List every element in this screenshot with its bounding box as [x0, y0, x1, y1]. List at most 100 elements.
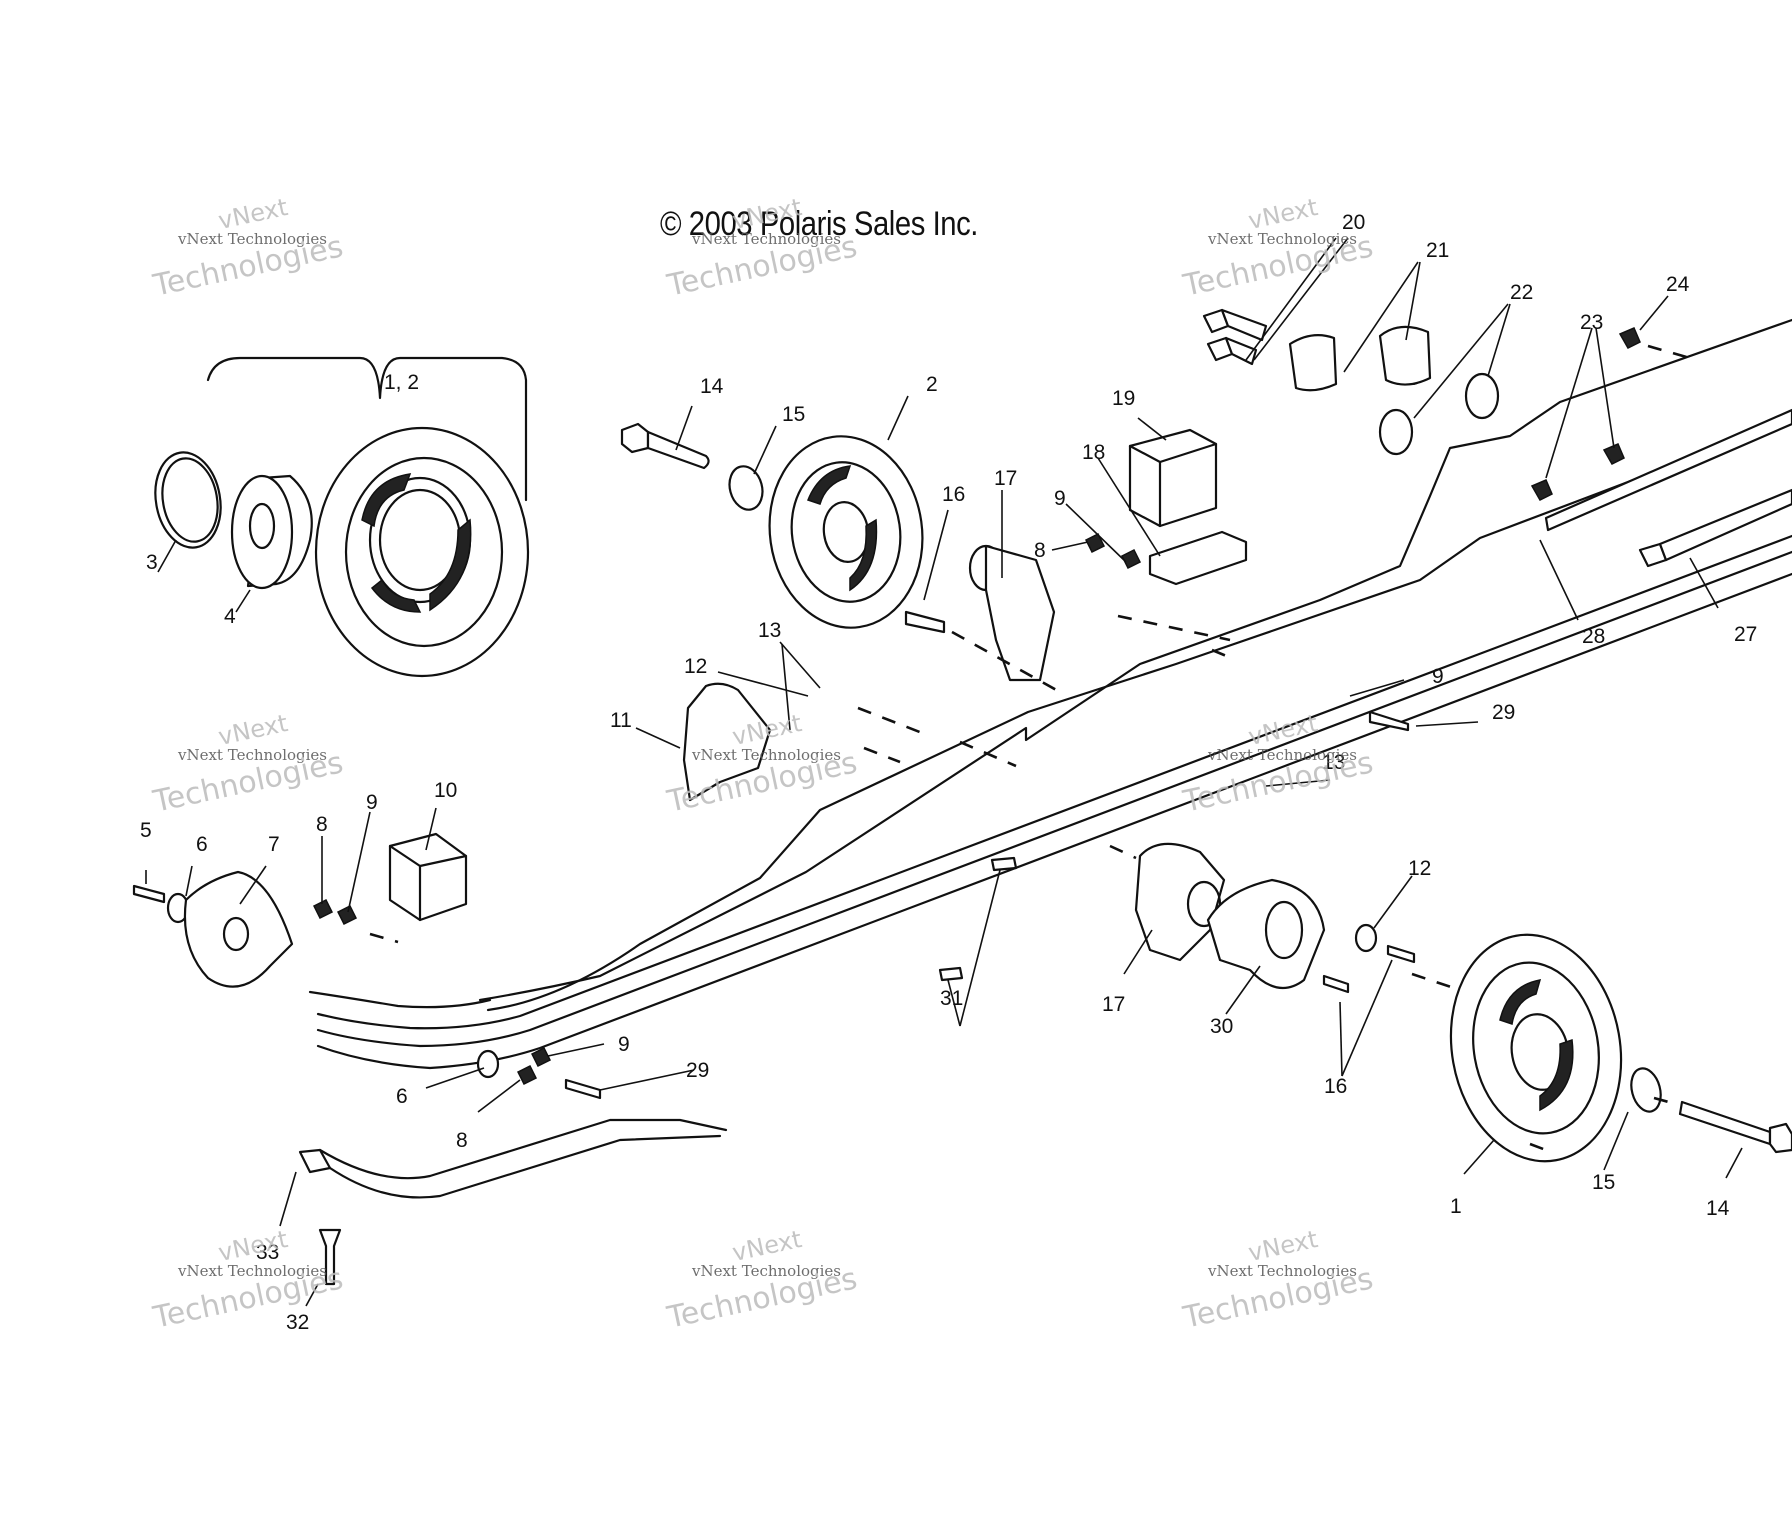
callout-31: 31: [940, 987, 964, 1010]
bumper-block-part: [1128, 428, 1218, 528]
callout-32: 32: [286, 1311, 310, 1334]
callout-15-lower: 15: [1592, 1171, 1616, 1194]
spacer-21-part: [1288, 325, 1432, 392]
callout-11: 11: [610, 709, 632, 732]
assembly-line: [959, 740, 1017, 768]
callout-15-top: 15: [782, 403, 806, 426]
callout-12-lower: 12: [1408, 857, 1432, 880]
callout-17-top: 17: [994, 467, 1018, 490]
callout-9-top: 9: [1054, 487, 1066, 510]
nut-8-upper-part: [1084, 532, 1106, 554]
callout-17-lower: 17: [1102, 993, 1126, 1016]
assembly-line: [863, 746, 901, 764]
callout-9-lower: 9: [618, 1033, 630, 1056]
callout-8-lower: 8: [456, 1129, 468, 1152]
end-cap-7-part: [183, 870, 294, 988]
bolt-16-lower-a-part: [1386, 944, 1416, 964]
assembly-line: [857, 706, 931, 738]
assembly-line: [1529, 1142, 1547, 1152]
watermark-small-text: vNext Technologies: [1208, 1262, 1358, 1280]
callout-13-top: 13: [758, 619, 782, 642]
callout-10: 10: [434, 779, 458, 802]
callout-27: 27: [1734, 623, 1758, 646]
bolt-31-a-part: [938, 966, 964, 982]
callout-12-top: 12: [684, 655, 708, 678]
block-10-part: [388, 832, 468, 922]
callout-2: 2: [926, 373, 938, 396]
watermark-small-text: vNext Technologies: [1208, 230, 1358, 248]
washer-9-left-part: [336, 904, 358, 926]
watermark-small-text: vNext Technologies: [692, 1262, 842, 1280]
callout-13-mid: 13: [1322, 751, 1346, 774]
callout-7: 7: [268, 833, 280, 856]
bracket-11-part: [682, 682, 772, 802]
bolt-29-upper-part: [1368, 710, 1410, 732]
callout-9-mid: 9: [1432, 665, 1444, 688]
long-bolt-27-part: [1638, 488, 1792, 568]
bolts-20-part: [1202, 308, 1268, 366]
assembly-line: [951, 630, 1061, 694]
callout-5: 5: [140, 819, 152, 842]
nuts-23-part: [1530, 443, 1625, 501]
callout-9-left: 9: [366, 791, 378, 814]
callout-29-top: 29: [1492, 701, 1516, 724]
watermark-small-text: vNext Technologies: [178, 1262, 328, 1280]
idler-wheel-large-part: [314, 426, 530, 678]
watermark-small-text: vNext Technologies: [1208, 746, 1358, 764]
assembly-line: [1653, 1096, 1677, 1106]
cushion-holder-top-part: [968, 544, 1056, 682]
snap-ring-part: [154, 451, 222, 549]
nut-8-left-part: [312, 898, 334, 920]
bolt-top-part: [904, 610, 946, 634]
callout-6-left: 6: [196, 833, 208, 856]
callout-20: 20: [1342, 211, 1366, 234]
callout-33: 33: [256, 1241, 280, 1264]
callout-22: 22: [1510, 281, 1534, 304]
wear-bar-33-part: [298, 1118, 728, 1199]
bolt-29-lower-part: [564, 1078, 602, 1100]
wear-strip-part: [1544, 408, 1792, 532]
slide-rail-frame: [308, 318, 1792, 1070]
watermark-small-text: vNext Technologies: [692, 746, 842, 764]
assembly-line: [1647, 344, 1691, 360]
assembly-line: [1211, 648, 1237, 662]
callout-1: 1: [1450, 1195, 1462, 1218]
callout-24: 24: [1666, 273, 1690, 296]
callout-4: 4: [224, 605, 236, 628]
cushion-holder-lower-part: [1134, 842, 1226, 962]
idler-wheel-lower-part: [1449, 933, 1623, 1163]
copyright-notice: © 2003 Polaris Sales Inc.: [660, 205, 978, 243]
callout-16-top: 16: [942, 483, 966, 506]
axle-bolt-lower-part: [1678, 1100, 1792, 1154]
callout-14-top: 14: [700, 375, 724, 398]
watermark-small-text: vNext Technologies: [178, 230, 328, 248]
assembly-line: [1117, 614, 1231, 642]
callout-6-lower: 6: [396, 1085, 408, 1108]
washer-top-part: [728, 465, 764, 511]
nut-24-part: [1618, 327, 1641, 349]
assembly-line: [1411, 972, 1461, 992]
callout-16-lower: 16: [1324, 1075, 1348, 1098]
callout-23: 23: [1580, 311, 1604, 334]
callout-14-lower: 14: [1706, 1197, 1730, 1220]
callout-18: 18: [1082, 441, 1106, 464]
assembly-line: [369, 932, 399, 944]
washer-15-lower-part: [1630, 1067, 1662, 1113]
kit-bracket: [206, 356, 528, 502]
callout-8-left: 8: [316, 813, 328, 836]
watermark-small-text: vNext Technologies: [692, 230, 842, 248]
bolt-5-part: [132, 884, 166, 904]
bearing-part: [230, 474, 313, 590]
bolt-31-b-part: [990, 856, 1018, 872]
idler-wheel-part: [768, 435, 924, 629]
callout-29-lower: 29: [686, 1059, 710, 1082]
callout-3: 3: [146, 551, 158, 574]
cam-30-part: [1206, 878, 1326, 990]
washer-12-lower-part: [1354, 923, 1378, 953]
screw-32-part: [318, 1228, 342, 1286]
washer-9-upper-part: [1120, 548, 1142, 570]
callout-8-top: 8: [1034, 539, 1046, 562]
bolt-16-lower-b-part: [1322, 974, 1350, 994]
callout-30: 30: [1210, 1015, 1234, 1038]
